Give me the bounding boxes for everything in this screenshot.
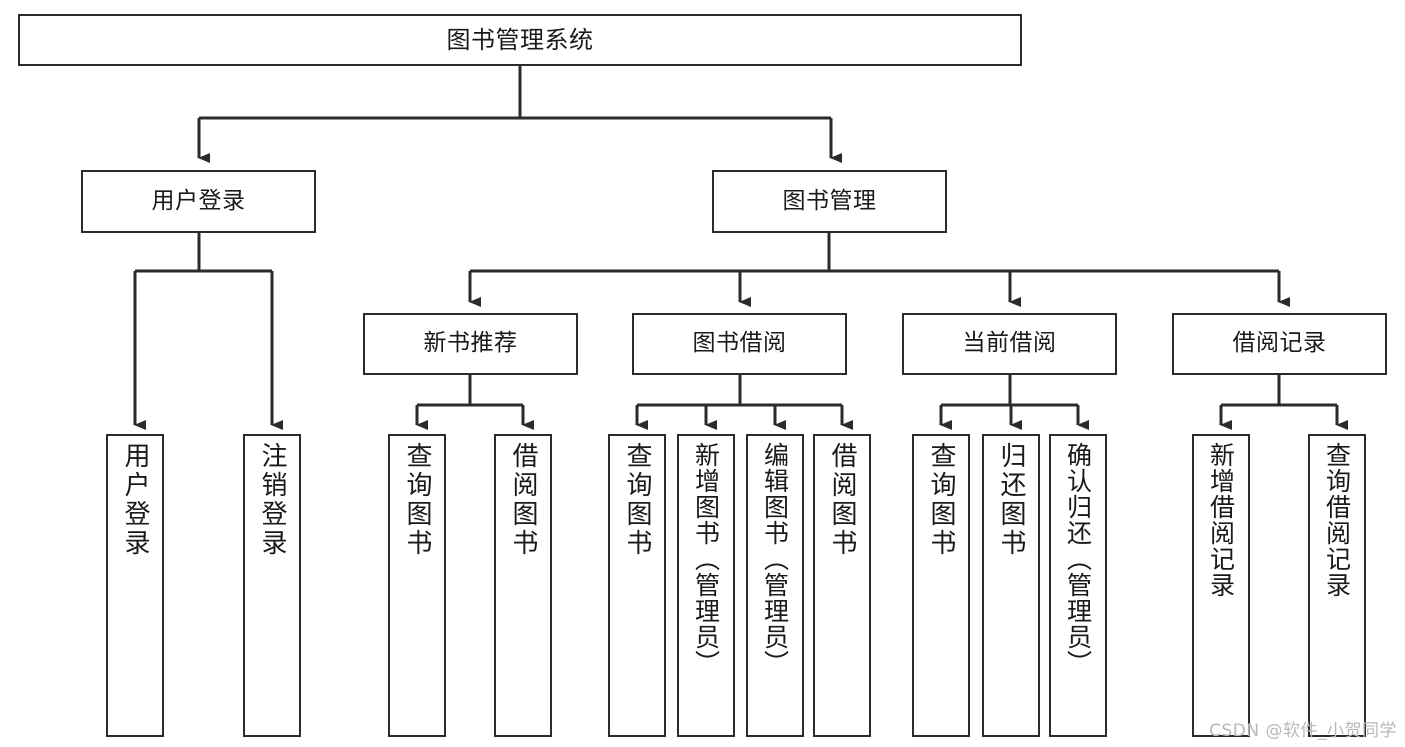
node-borrow-records[interactable]: 借阅记录 [1172,313,1387,375]
node-label: 借阅记录 [1232,330,1327,357]
node-label: 查询图书 [402,442,432,558]
node-label: 图书管理系统 [446,25,594,54]
node-root-book-management-system[interactable]: 图书管理系统 [18,14,1022,66]
node-current-borrow[interactable]: 当前借阅 [902,313,1117,375]
leaf-cb-query-book[interactable]: 查询图书 [912,434,970,737]
node-label: 新增图书（管理员） [691,442,721,676]
node-label: 图书管理 [782,187,877,214]
leaf-cb-return-book[interactable]: 归还图书 [982,434,1040,737]
node-label: 查询图书 [926,442,956,558]
node-label: 用户登录 [151,187,246,214]
leaf-br-add-record[interactable]: 新增借阅记录 [1192,434,1250,737]
leaf-bb-add-book-admin[interactable]: 新增图书（管理员） [677,434,735,737]
leaf-bb-query-book[interactable]: 查询图书 [608,434,666,737]
node-label: 新增借阅记录 [1206,442,1236,598]
leaf-bb-borrow-book[interactable]: 借阅图书 [813,434,871,737]
node-label: 新书推荐 [423,330,518,357]
leaf-br-query-record[interactable]: 查询借阅记录 [1308,434,1366,737]
node-user-login[interactable]: 用户登录 [81,170,316,233]
node-label: 编辑图书（管理员） [760,442,790,676]
node-new-book-recommend[interactable]: 新书推荐 [363,313,578,375]
node-label: 查询图书 [622,442,652,558]
node-label: 借阅图书 [827,442,857,558]
node-label: 借阅图书 [508,442,538,558]
node-label: 用户登录 [120,442,150,558]
node-label: 确认归还（管理员） [1063,442,1093,676]
node-label: 当前借阅 [962,330,1057,357]
leaf-user-login[interactable]: 用户登录 [106,434,164,737]
leaf-bb-edit-book-admin[interactable]: 编辑图书（管理员） [746,434,804,737]
node-label: 图书借阅 [692,330,787,357]
leaf-nb-query-book[interactable]: 查询图书 [388,434,446,737]
leaf-logout[interactable]: 注销登录 [243,434,301,737]
node-book-borrow[interactable]: 图书借阅 [632,313,847,375]
leaf-nb-borrow-book[interactable]: 借阅图书 [494,434,552,737]
csdn-watermark: CSDN @软件_小贺同学 [1209,721,1397,741]
node-label: 归还图书 [996,442,1026,558]
node-book-management[interactable]: 图书管理 [712,170,947,233]
node-label: 注销登录 [257,442,287,558]
leaf-cb-confirm-return-admin[interactable]: 确认归还（管理员） [1049,434,1107,737]
node-label: 查询借阅记录 [1322,442,1352,598]
